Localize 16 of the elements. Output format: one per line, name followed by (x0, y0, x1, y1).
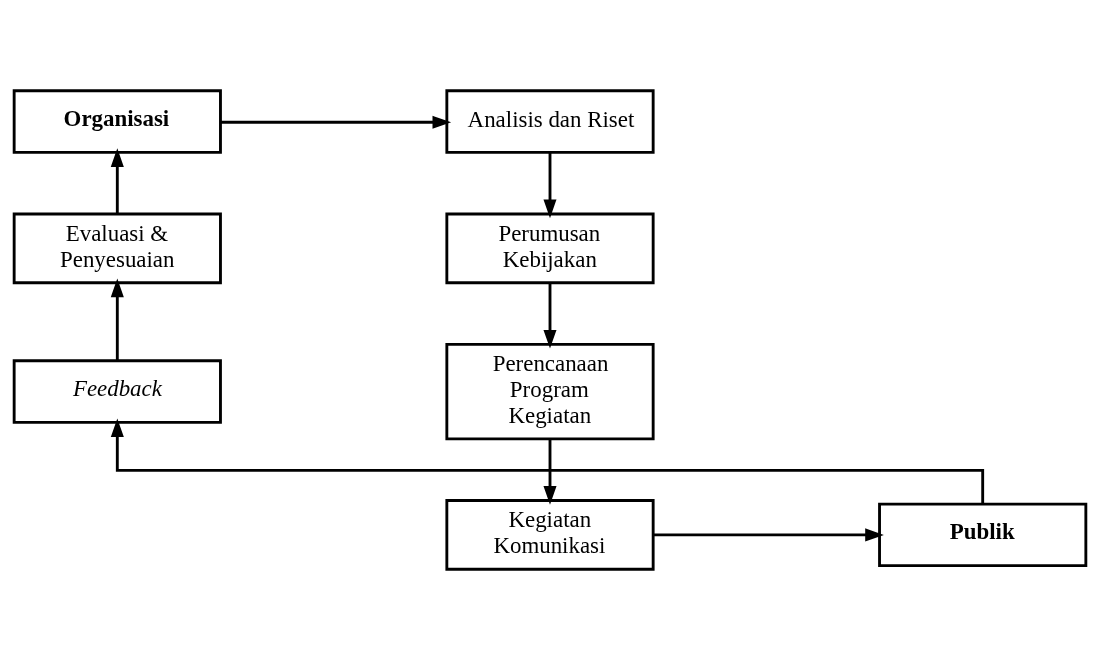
arrow (220, 115, 452, 129)
node-box: Publik (878, 502, 1088, 568)
arrow (543, 152, 557, 219)
node-box: Analisis dan Riset (445, 89, 655, 154)
node-box: Organisasi (12, 89, 222, 154)
arrow (543, 438, 557, 505)
arrow (110, 278, 124, 361)
node-box: Perumusan Kebijakan (445, 212, 655, 285)
arrow (653, 528, 884, 542)
node-box: Evaluasi & Penyesuaian (12, 212, 222, 285)
arrow (110, 418, 985, 504)
node-box: Feedback (12, 359, 222, 424)
arrow (110, 148, 124, 214)
arrow (543, 283, 557, 349)
node-box: Perencanaan Program Kegiatan (445, 342, 655, 441)
node-box: Kegiatan Komunikasi (445, 499, 655, 571)
